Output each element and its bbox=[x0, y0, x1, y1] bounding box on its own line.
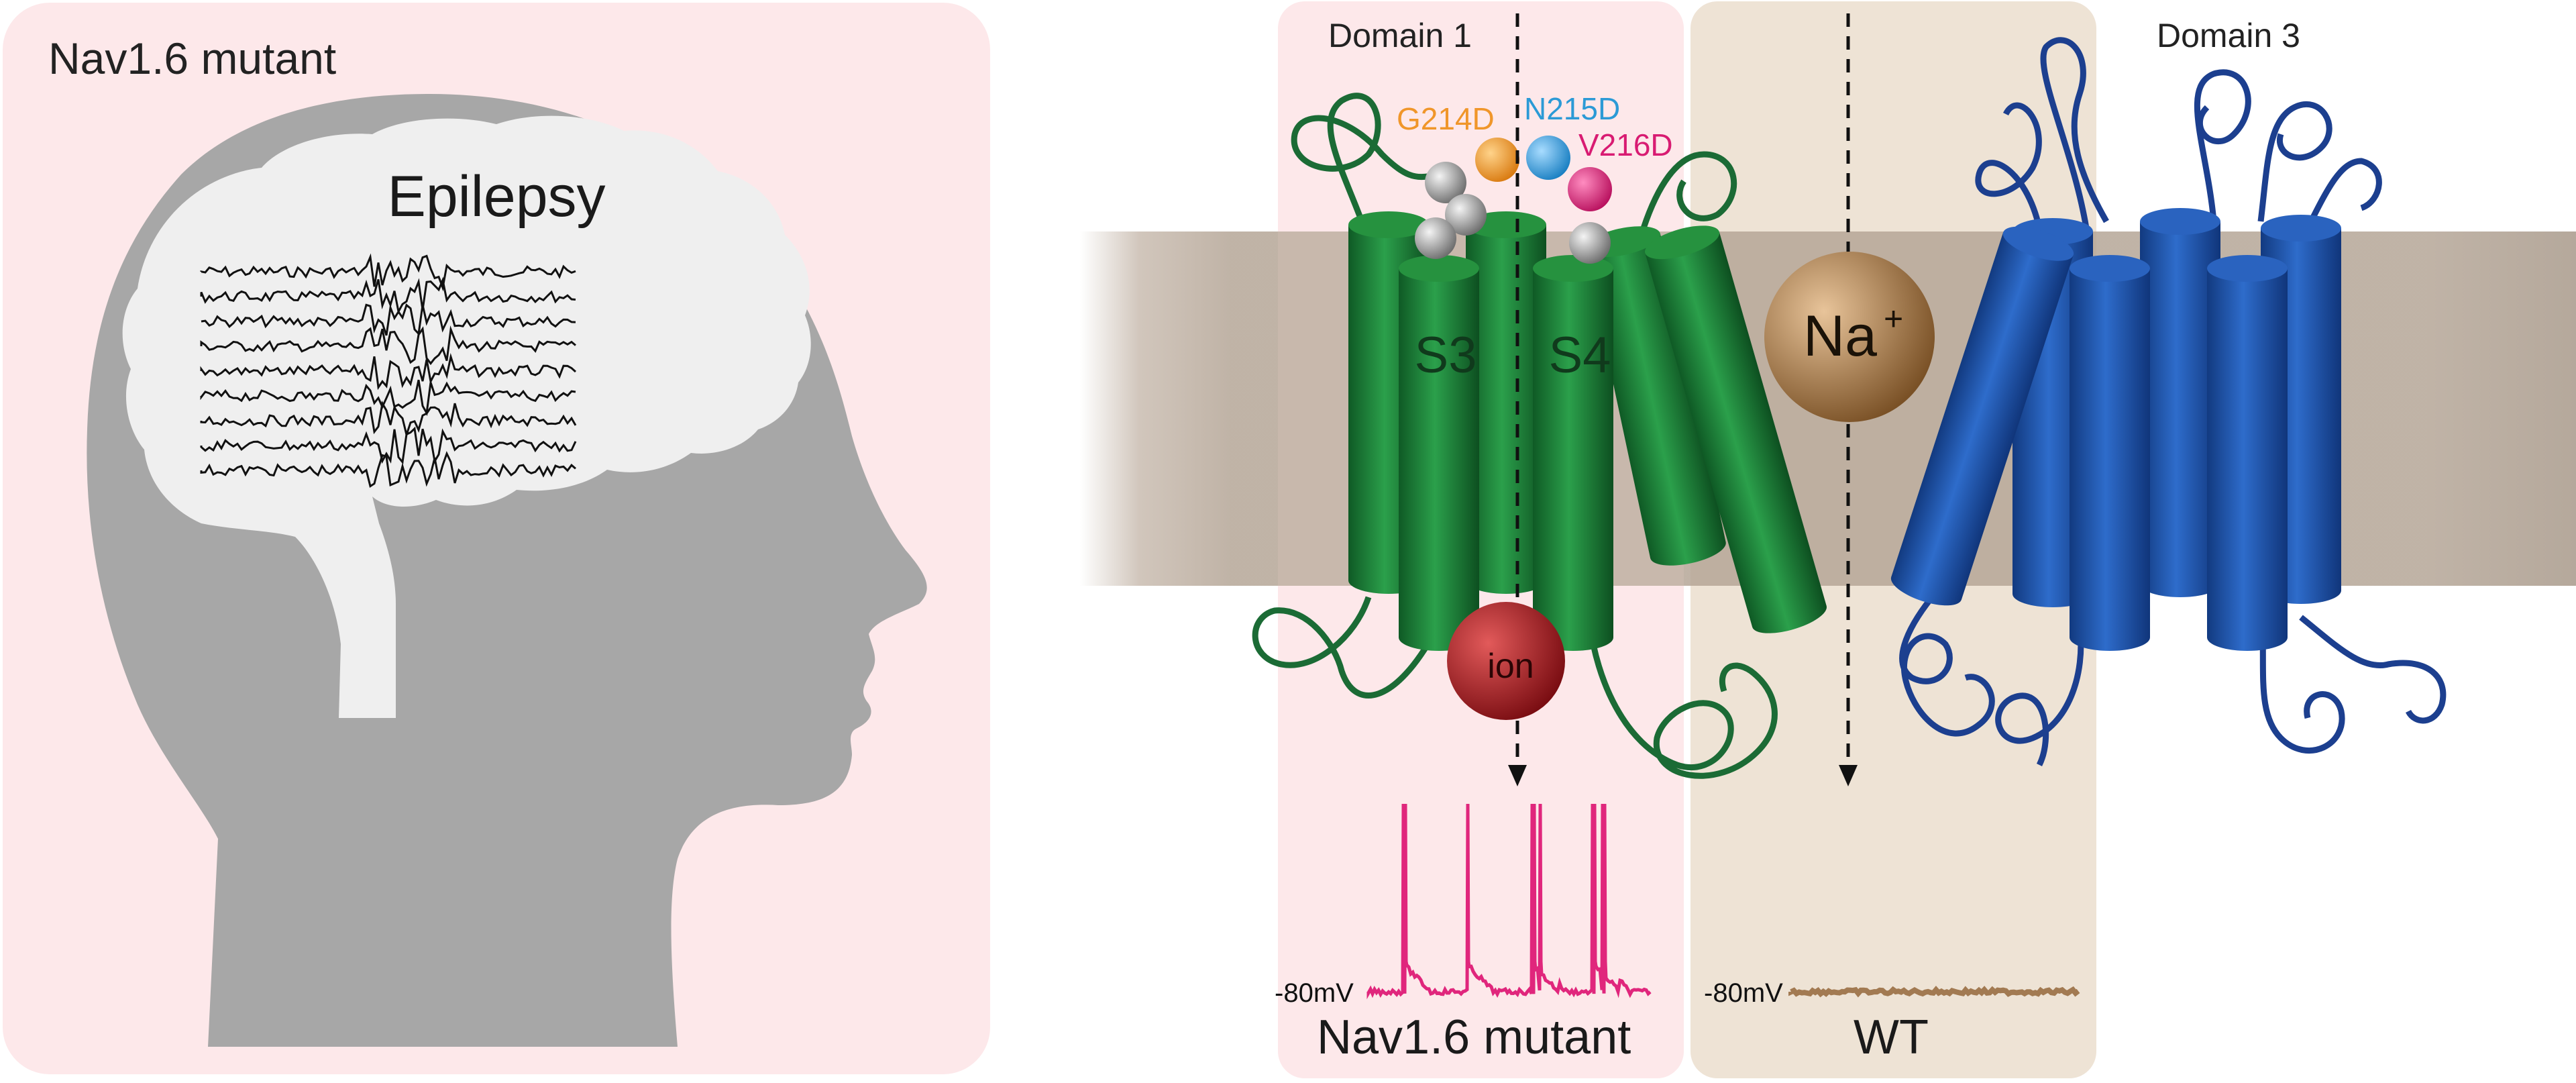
mutant-caption: Nav1.6 mutant bbox=[1317, 1011, 1631, 1064]
residue-sphere-grey bbox=[1415, 217, 1456, 259]
mutation-label-g214d: G214D bbox=[1397, 101, 1495, 136]
eeg-traces bbox=[200, 253, 577, 488]
helix-d3-s6 bbox=[1890, 226, 2074, 606]
sodium-label: Na bbox=[1803, 304, 1877, 368]
wt-caption: WT bbox=[1854, 1011, 1929, 1064]
segment-label-s4: S4 bbox=[1549, 327, 1611, 384]
mutation-label-n215d: N215D bbox=[1524, 91, 1620, 126]
eeg-trace bbox=[200, 451, 576, 488]
brain-outline bbox=[122, 115, 811, 718]
helix-d3-s4 bbox=[2207, 255, 2288, 651]
mutation-label-v216d: V216D bbox=[1578, 127, 1673, 162]
segment-label-s3: S3 bbox=[1415, 327, 1477, 384]
helix-s5 bbox=[1645, 225, 1827, 633]
sodium-sphere bbox=[1764, 252, 1935, 422]
mutant-arrow-head bbox=[1508, 765, 1527, 786]
domain3-helices bbox=[1890, 208, 2341, 651]
mutant-voltage-label: -80mV bbox=[1275, 978, 1354, 1008]
domain1-label: Domain 1 bbox=[1328, 17, 1472, 54]
eeg-trace bbox=[200, 379, 576, 417]
wt-voltage-trace bbox=[1788, 986, 2080, 998]
left-panel-title: Nav1.6 mutant bbox=[48, 34, 336, 83]
mutation-sphere-g214d bbox=[1475, 138, 1519, 182]
eeg-trace bbox=[200, 253, 576, 292]
eeg-trace bbox=[200, 426, 577, 465]
residue-spheres bbox=[1415, 136, 1612, 264]
brain-label: Epilepsy bbox=[387, 164, 605, 229]
mutation-sphere-v216d bbox=[1568, 167, 1612, 211]
ion-sphere bbox=[1447, 602, 1565, 720]
residue-sphere-grey bbox=[1425, 162, 1466, 203]
domain1-loops bbox=[1252, 93, 1778, 779]
mutation-sphere-n215d bbox=[1526, 136, 1570, 180]
wt-voltage-label: -80mV bbox=[1704, 978, 1783, 1008]
ion-label: ion bbox=[1487, 647, 1534, 686]
eeg-trace bbox=[200, 400, 577, 439]
helix-s4 bbox=[1533, 255, 1613, 651]
helix-s3 bbox=[1399, 255, 1479, 651]
residue-sphere-grey bbox=[1445, 194, 1487, 236]
residue-sphere-grey bbox=[1569, 222, 1611, 264]
domain3-loops bbox=[1899, 37, 2447, 767]
wt-arrow-head bbox=[1839, 765, 1858, 786]
sodium-charge: + bbox=[1884, 300, 1903, 338]
eeg-trace bbox=[200, 325, 576, 366]
helix-d3-s3 bbox=[2070, 255, 2150, 651]
domain3-label: Domain 3 bbox=[2157, 17, 2300, 54]
eeg-trace bbox=[200, 276, 576, 315]
eeg-trace bbox=[201, 303, 576, 336]
mutant-voltage-trace bbox=[1366, 803, 1652, 1000]
eeg-trace bbox=[200, 353, 577, 391]
